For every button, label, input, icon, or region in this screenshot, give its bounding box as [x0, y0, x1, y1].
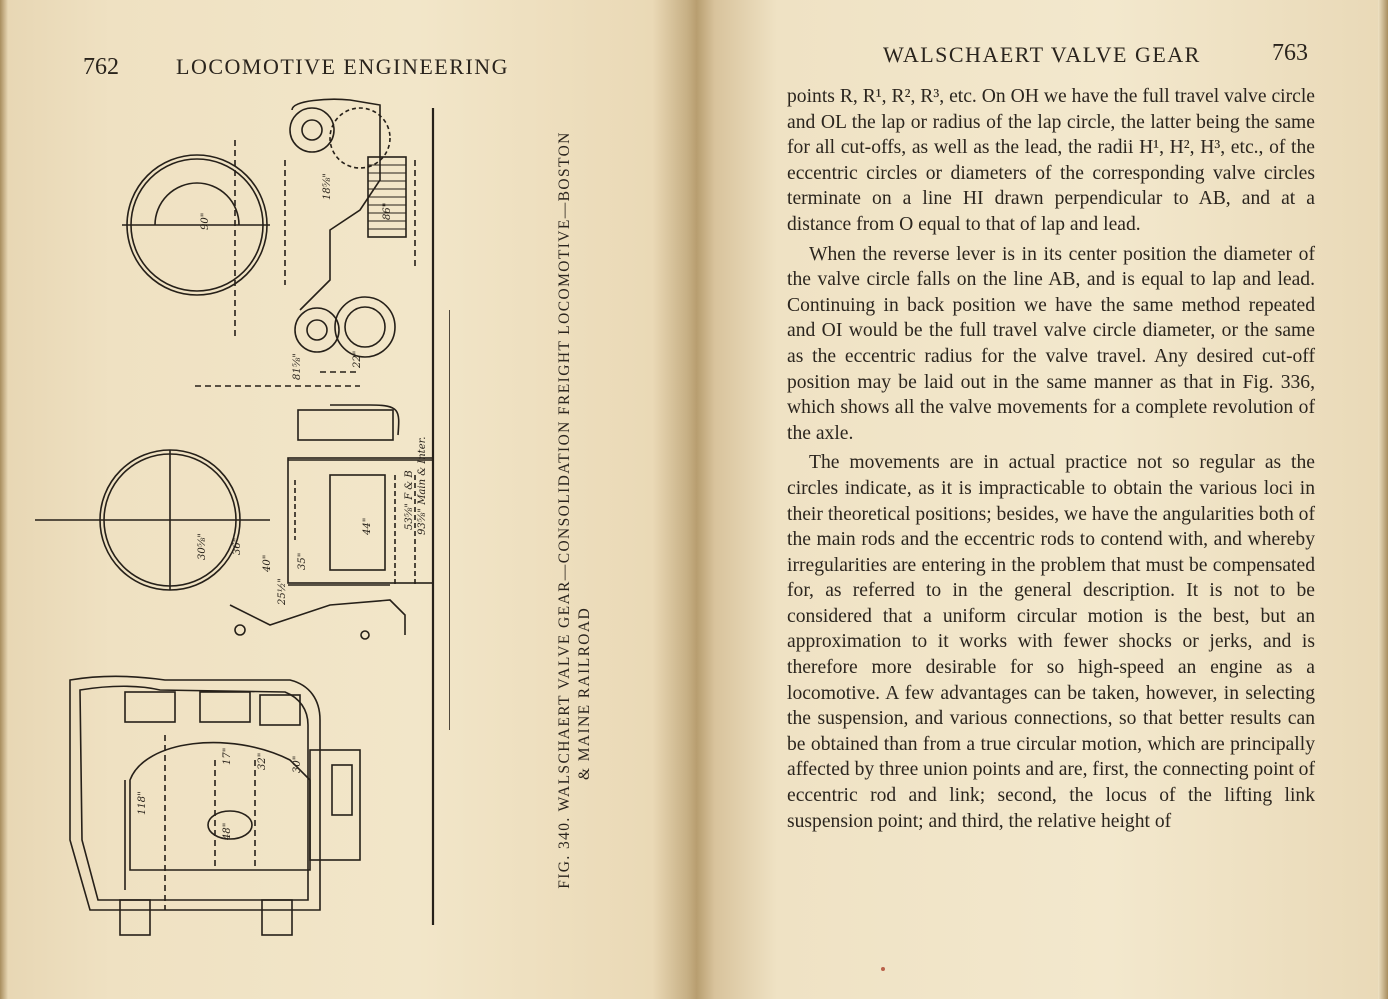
locomotive-drawing-figure: 90"81⅝"86"18⅝"22"88"30⅝"36"40"25½"44"53⅝…: [35, 98, 450, 936]
right-page-body: points R, R¹, R², R³, etc. On OH we have…: [787, 84, 1315, 834]
dimension-label: 90": [200, 213, 211, 230]
left-running-head: LOCOMOTIVE ENGINEERING: [176, 54, 510, 79]
right-running-head: WALSCHAERT VALVE GEAR: [883, 42, 1201, 67]
figure-caption-line-1: FIG. 340. WALSCHAERT VALVE GEAR—CONSOLID…: [556, 131, 573, 889]
dimension-label: 93⅝" Main & Inter.: [417, 437, 428, 535]
dimension-label: 86": [382, 203, 393, 220]
left-page-number: 762: [83, 54, 119, 80]
dimension-label: 17": [222, 748, 233, 765]
left-page-edge: [0, 0, 8, 999]
page-speck: [881, 967, 885, 971]
figure-caption: FIG. 340. WALSCHAERT VALVE GEAR—CONSOLID…: [555, 80, 595, 940]
dimension-label: 118": [137, 791, 148, 815]
dimension-label: 44": [362, 518, 373, 536]
dimension-label: 81⅝": [292, 353, 303, 380]
dimension-label: 36": [232, 538, 243, 555]
right-page-number: 763: [1272, 40, 1308, 66]
right-page-edge: [1378, 0, 1388, 999]
dimension-label: 22": [352, 351, 363, 369]
dimension-label: 40": [262, 555, 273, 573]
paragraph-3: The movements are in actual practice not…: [787, 452, 1315, 832]
dimension-label: 30⅝": [197, 533, 208, 560]
figure-caption-line-2: & MAINE RAILROAD: [576, 606, 593, 780]
dimension-label: 32": [257, 753, 268, 770]
dimension-label: 35": [297, 553, 308, 570]
dimension-label: 53⅝" F & B: [404, 470, 415, 530]
dimension-label: 18⅝": [322, 173, 333, 200]
paragraph-1: points R, R¹, R², R³, etc. On OH we have…: [787, 86, 1315, 235]
dimension-label: 48": [222, 823, 233, 841]
paragraph-2: When the reverse lever is in its center …: [787, 243, 1315, 444]
dimension-label: 30": [292, 756, 303, 773]
dimension-label: 25½": [277, 578, 288, 606]
